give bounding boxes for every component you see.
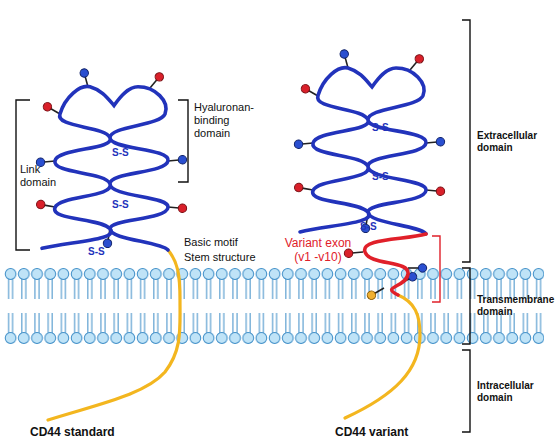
glycan-orange	[366, 284, 386, 301]
disulfide-label: S-S	[88, 246, 105, 258]
cd44-standard-chain	[42, 86, 168, 250]
bracket	[462, 350, 470, 432]
glycan-blue	[426, 137, 445, 147]
disulfide-label: S-S	[360, 221, 377, 233]
domain-label: Extracellular domain	[477, 130, 537, 154]
protein-chain	[42, 86, 168, 250]
figure-label: CD44 standard	[30, 425, 115, 439]
glycan-red	[168, 203, 187, 213]
exon-label: Variant exon (v1 -v10)	[276, 236, 360, 264]
stem-tail	[345, 295, 420, 418]
glycan-red	[426, 186, 445, 196]
lipid-bilayer	[4, 268, 544, 344]
bracket	[178, 100, 188, 182]
stem-tail	[48, 250, 180, 420]
domain-label: Link domain	[20, 163, 56, 189]
variant-exon-chain	[365, 234, 426, 295]
disulfide-label: S-S	[372, 122, 389, 134]
disulfide-label: S-S	[112, 147, 129, 159]
bracket	[432, 236, 440, 302]
domain-label: Hyaluronan- binding domain	[194, 101, 254, 140]
bracket	[462, 268, 470, 344]
disulfide-label: S-S	[112, 199, 129, 211]
figure-label: CD44 variant	[335, 425, 408, 439]
glycan-red	[36, 200, 56, 212]
domain-label: Transmembrane domain	[477, 294, 554, 318]
cd44-variant-chain	[300, 68, 426, 234]
bracket	[462, 20, 470, 262]
domain-label: Intracellular domain	[477, 380, 534, 404]
protein-chain	[300, 68, 426, 234]
glycan-blue	[168, 155, 187, 165]
disulfide-label: S-S	[372, 171, 389, 183]
glycan-blue	[408, 264, 427, 272]
glycan-red	[294, 183, 314, 195]
motif-label: Basic motif	[184, 236, 238, 249]
motif-label: Stem structure	[184, 251, 256, 264]
glycan-blue	[294, 139, 313, 149]
